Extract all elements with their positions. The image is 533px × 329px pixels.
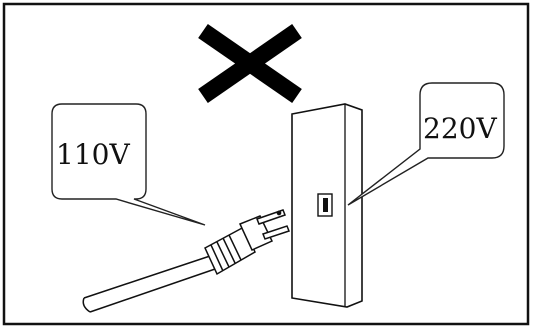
prohibited-x-icon — [203, 31, 297, 96]
outlet-voltage-callout: 220V — [348, 83, 504, 205]
power-plug — [205, 210, 289, 274]
power-cord — [83, 255, 218, 312]
wall-outlet — [292, 104, 362, 307]
plug-voltage-callout: 110V — [52, 104, 205, 225]
outlet-voltage-label: 220V — [423, 112, 497, 145]
plug-voltage-label: 110V — [56, 138, 130, 171]
